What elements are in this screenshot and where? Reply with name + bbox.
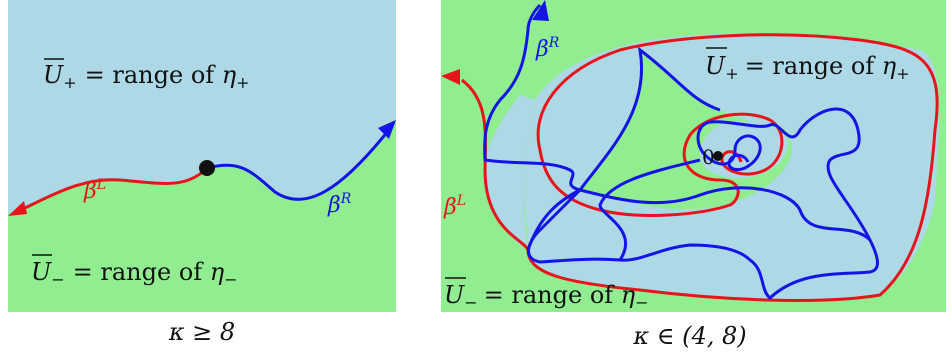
right-u-minus-label: U−= range of η− [444,281,649,312]
right-caption: κ ∈ (4, 8) [632,322,746,350]
right-beta-r-label: βR [535,35,560,62]
right-beta-l-label: βL [443,193,466,220]
left-caption: κ ≥ 8 [168,318,235,346]
left-beta-r-arrowhead [378,120,396,139]
right-beta-r-arrowhead [532,0,549,21]
right-origin-point [713,151,723,161]
right-origin-label: 0 [702,145,715,169]
right-beta-r-strand-c [598,158,701,261]
left-beta-r-curve [206,125,394,201]
left-beta-r-label: βR [327,191,352,218]
left-beta-l-curve [11,166,209,216]
right-panel: 0 U+= range of η+ U−= range of η− βL βR … [441,0,946,350]
left-junction-point [199,160,215,176]
left-panel: U+= range of η+ U−= range of η− βL βR κ … [8,0,396,346]
left-beta-l-arrowhead [8,201,27,216]
right-beta-r-strand-b [579,186,872,242]
left-minus-region [8,121,396,312]
left-u-plus-label: U+= range of η+ [43,61,250,92]
right-u-plus-label: U+= range of η+ [705,52,910,83]
right-beta-l-arrowhead [441,69,460,85]
right-beta-r-strand-d [526,188,581,251]
left-u-minus-label: U−= range of η− [31,258,238,289]
right-left-pocket [484,95,535,250]
right-beta-r-curve [483,3,879,300]
right-beta-l-loop [461,33,939,302]
right-beta-r-strand-a [578,46,721,191]
left-beta-l-label: βL [83,177,106,204]
